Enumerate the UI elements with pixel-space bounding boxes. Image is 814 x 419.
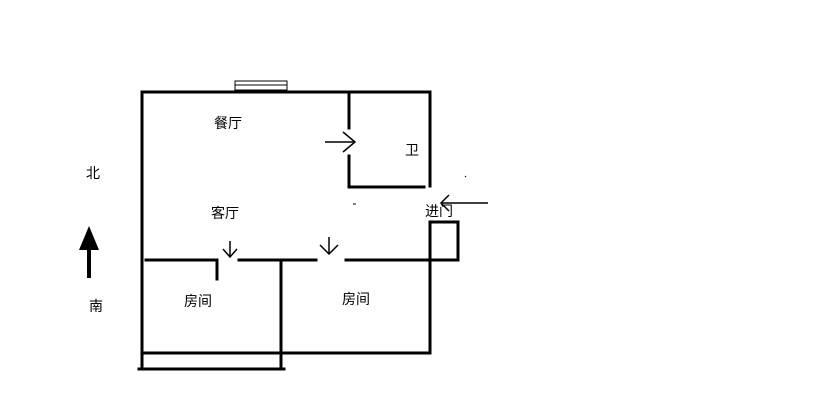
entrance-nook [428,220,460,262]
outer-walls [140,90,432,371]
door-arrow-icon [325,131,357,153]
bathroom-walls [347,90,426,189]
compass-north-label: 北 [86,166,100,182]
door-arrow-icon [439,194,488,212]
door-arrow-icon [319,237,339,256]
window [234,80,288,91]
north-arrow-icon [79,226,99,278]
room-label-bedroom-right: 房间 [342,292,370,308]
door-arrow-icon [222,241,238,259]
room-label-bedroom-left: 房间 [184,294,212,310]
room-label-living: 客厅 [211,205,239,222]
room-label-entrance: 进门 [425,204,453,220]
room-label-bathroom: 卫 [405,143,419,159]
stray-mark [464,175,467,178]
room-walls [144,258,432,371]
compass-south-label: 南 [89,299,103,315]
room-label-dining: 餐厅 [214,116,242,132]
